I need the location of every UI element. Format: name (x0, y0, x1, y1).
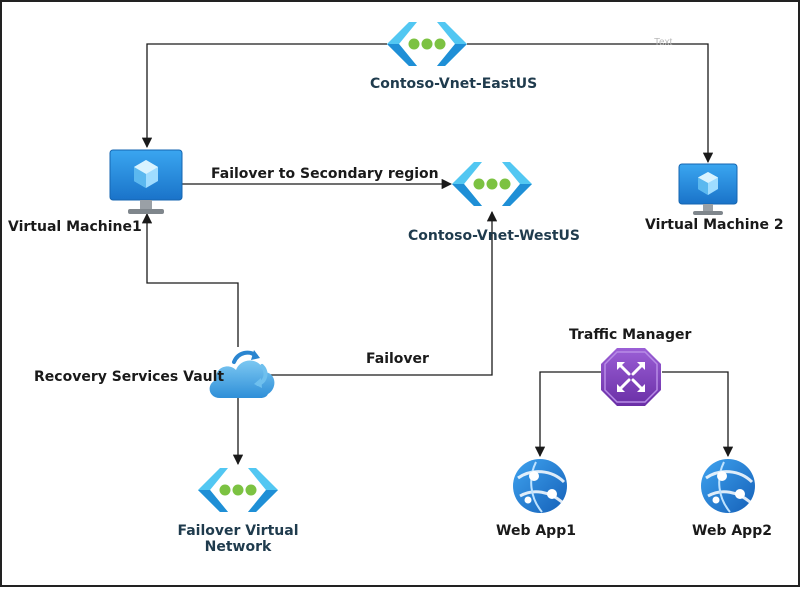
edge-tm-to-webapp1 (534, 371, 601, 458)
webapp2-label: Web App2 (692, 523, 772, 539)
virtual-network-icon (198, 468, 278, 512)
edge-vault-to-west (268, 210, 498, 376)
edge-east-to-vm2 (467, 43, 714, 164)
virtual-machine-icon (678, 163, 738, 215)
virtual-network-icon (387, 22, 467, 66)
failover-edge-label: Failover (366, 351, 429, 367)
vm1-label: Virtual Machine1 (8, 219, 142, 235)
recovery-vault-cloud-icon (209, 350, 275, 398)
placeholder-text: Text (654, 37, 673, 48)
vnet-eastus-label: Contoso-Vnet-EastUS (370, 76, 538, 92)
web-app-globe-icon (513, 459, 567, 513)
failover-secondary-label: Failover to Secondary region (211, 166, 439, 182)
edge-east-to-vm1 (141, 43, 387, 149)
webapp1-label: Web App1 (496, 523, 576, 539)
edge-tm-to-webapp2 (662, 371, 734, 458)
web-app-globe-icon (701, 459, 755, 513)
edge-vault-to-vm1 (141, 212, 239, 347)
virtual-machine-icon (109, 149, 183, 214)
vm2-label: Virtual Machine 2 (645, 217, 784, 233)
failover-vnet-label: Failover Virtual Network (176, 523, 300, 555)
traffic-manager-label: Traffic Manager (569, 327, 692, 343)
failover-vnet-label-line1: Failover Virtual (177, 523, 299, 539)
virtual-network-icon (452, 162, 532, 206)
failover-vnet-label-line2: Network (204, 539, 272, 555)
traffic-manager-icon (601, 348, 661, 406)
vault-label: Recovery Services Vault (34, 369, 225, 385)
vnet-westus-label: Contoso-Vnet-WestUS (408, 228, 580, 244)
